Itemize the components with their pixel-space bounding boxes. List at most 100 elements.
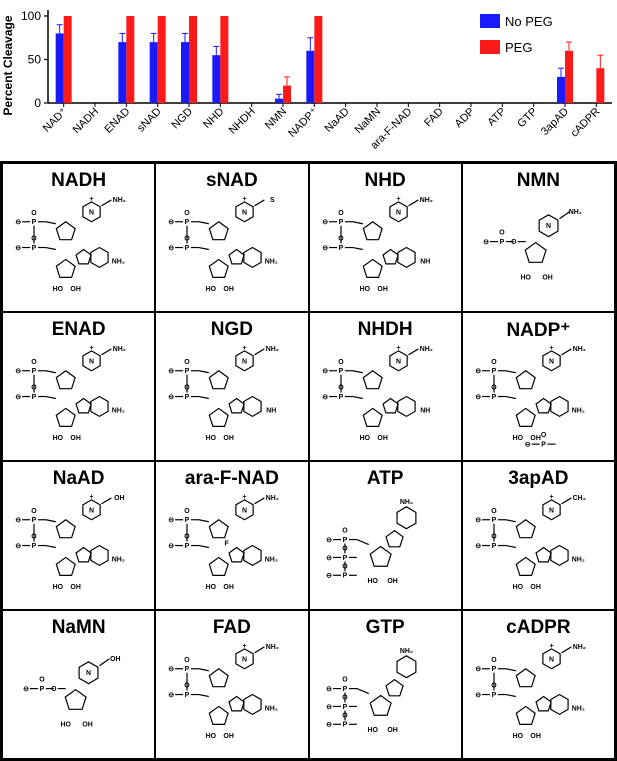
y-tick-label: 50 [28, 53, 42, 67]
hydroxyl-label: HO [512, 584, 523, 591]
bond [505, 693, 516, 698]
oxygen-label: O [511, 239, 517, 246]
ring [228, 695, 246, 712]
substituent-label: CH₃ [572, 495, 585, 502]
charge-label: ⊖ [322, 219, 328, 226]
structure-title: ATP [366, 468, 404, 489]
charge-label: ⊖ [15, 517, 21, 524]
x-tick-label: NaAD [323, 106, 352, 135]
ring [208, 370, 230, 390]
substituent-label: NH₂ [569, 209, 582, 216]
nitrogen-label: N [89, 358, 94, 365]
y-tick-label: 100 [21, 9, 41, 23]
x-tick-label: GTP [515, 106, 539, 130]
hydroxyl-label: HO [206, 733, 217, 740]
phosphorus-label: P [338, 368, 343, 375]
ring [208, 556, 230, 576]
charge-label: + [89, 494, 93, 501]
substituent-label: S [270, 197, 275, 204]
structure-title: cADPR [506, 617, 571, 638]
bond [45, 221, 56, 225]
phosphorus-label: P [342, 573, 347, 580]
charge-label: ⊖ [23, 686, 29, 693]
charge-label: + [549, 345, 553, 352]
bond [99, 658, 110, 667]
phosphorus-label: P [185, 666, 190, 673]
hydroxyl-label: OH [70, 435, 80, 442]
substituent-label: NH [420, 258, 430, 265]
hydroxyl-label: OH [70, 286, 80, 293]
charge-label: ⊖ [326, 537, 332, 544]
charge-label: ⊖ [475, 692, 481, 699]
fluorine-label: F [225, 541, 229, 548]
bond [356, 539, 369, 546]
ring [362, 221, 383, 241]
x-tick-label: NaMN [353, 106, 384, 137]
hydroxyl-label: OH [377, 286, 387, 293]
ring [228, 248, 246, 265]
phosphorus-label: P [40, 686, 45, 693]
charge-label: ⊖ [15, 245, 21, 252]
ring [535, 397, 552, 414]
bond [199, 246, 210, 251]
ring [362, 258, 383, 278]
oxygen-label: O [541, 432, 547, 439]
ring [515, 370, 536, 390]
bar-peg [314, 16, 323, 103]
substituent-label: NH₂ [266, 644, 279, 651]
oxygen-label: O [491, 508, 497, 515]
structure-title: NaAD [52, 468, 105, 489]
y-axis-label: Percent Cleavage [1, 15, 15, 115]
structure-title: NMN [516, 170, 561, 191]
charge-label: ⊖ [322, 394, 328, 401]
bond [199, 395, 210, 400]
hydroxyl-label: OH [530, 733, 540, 740]
phosphorus-label: P [499, 239, 504, 246]
bond [407, 199, 419, 207]
ring [396, 395, 416, 418]
hydroxyl-label: HO [512, 733, 523, 740]
phosphorus-label: P [185, 543, 190, 550]
oxygen-label: O [491, 657, 497, 664]
bar-peg [157, 16, 166, 103]
ring [535, 546, 552, 563]
bond [199, 544, 210, 549]
ring [243, 395, 262, 418]
substituent-label: NH₂ [419, 346, 432, 353]
hydroxyl-label: HO [359, 286, 370, 293]
hydroxyl-label: OH [224, 733, 234, 740]
substituent-label: NH₂ [266, 495, 279, 502]
nitrogen-label: N [396, 209, 401, 216]
substituent-label: NH₂ [112, 407, 125, 414]
bond [254, 646, 265, 654]
x-tick-label: 3apAD [539, 106, 571, 138]
charge-label: + [549, 643, 553, 650]
substituent-label: NH₂ [112, 258, 125, 265]
structure-title: NADP⁺ [506, 320, 571, 341]
substituent-label: NH₂ [266, 346, 279, 353]
substituent-label: OH [110, 656, 120, 663]
bar-peg [596, 68, 605, 103]
bar-peg [126, 16, 135, 103]
bond [505, 544, 516, 549]
substituent-label: NH₂ [572, 346, 585, 353]
bond [101, 348, 112, 356]
hydroxyl-label: OH [377, 435, 387, 442]
substituent-label: NH₂ [572, 644, 585, 651]
bar-no-peg [557, 76, 565, 103]
charge-label: ⊖ [15, 368, 21, 375]
bond [45, 370, 56, 374]
nitrogen-label: N [242, 507, 247, 514]
phosphorus-label: P [342, 555, 347, 562]
bar-no-peg [118, 42, 127, 103]
oxygen-label: O [185, 657, 191, 664]
